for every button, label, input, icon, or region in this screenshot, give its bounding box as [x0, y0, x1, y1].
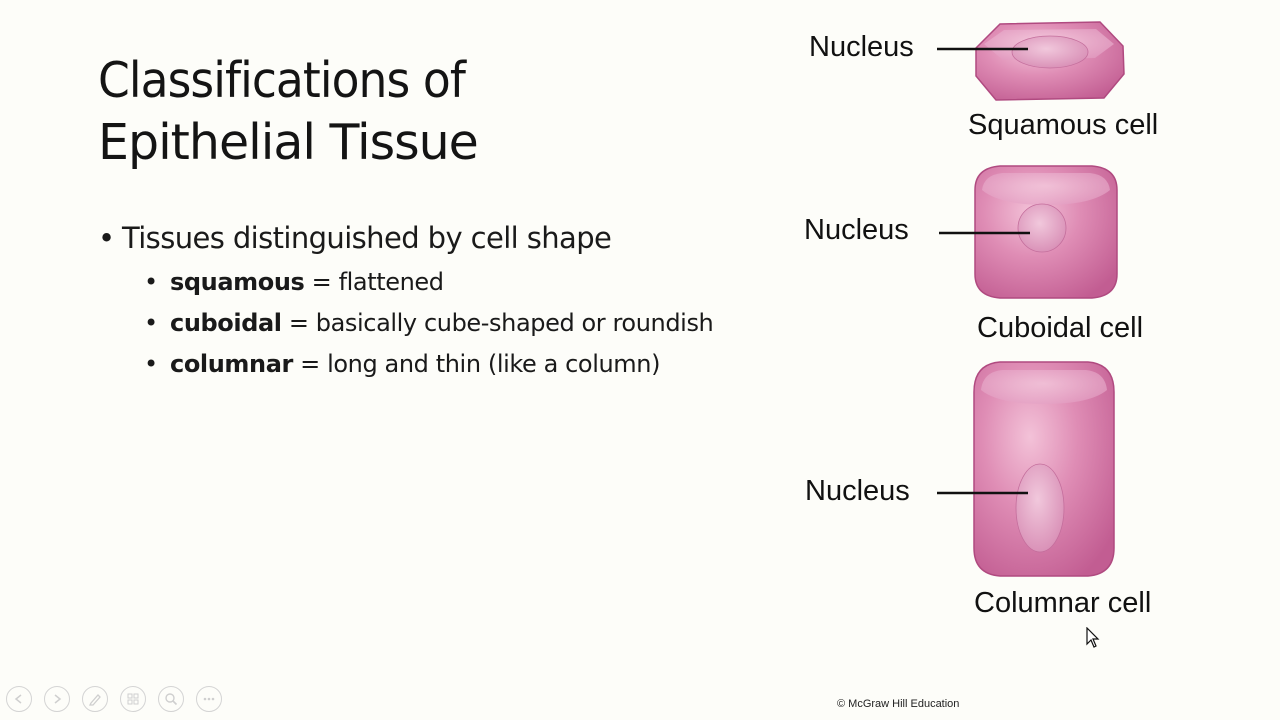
bullet-dot: •	[144, 268, 158, 296]
bullet-dot: •	[98, 221, 115, 255]
term-cuboidal: cuboidal	[170, 309, 282, 337]
title-line-1: Classifications of	[98, 50, 466, 112]
columnar-nucleus-label: Nucleus	[805, 475, 910, 507]
cuboidal-nucleus-label: Nucleus	[804, 214, 909, 246]
cuboidal-cell-label: Cuboidal cell	[977, 312, 1144, 344]
slideshow-controls	[6, 686, 222, 712]
previous-slide-icon[interactable]	[6, 686, 32, 712]
see-all-slides-icon[interactable]	[120, 686, 146, 712]
sub-bullet-columnar: • columnar = long and thin (like a column…	[144, 344, 713, 385]
pen-icon[interactable]	[82, 686, 108, 712]
sub-bullet-cuboidal: • cuboidal = basically cube-shaped or rou…	[144, 303, 714, 344]
bullet-main: •Tissues distinguished by cell shape	[98, 218, 713, 258]
cuboidal-cell-illustration	[974, 165, 1118, 299]
bullet-dot: •	[144, 350, 158, 378]
bullet-main-text: Tissues distinguished by cell shape	[122, 221, 612, 255]
desc-cuboidal: = basically cube-shaped or roundish	[281, 309, 714, 337]
sub-bullet-squamous: • squamous = flattened	[144, 262, 713, 303]
columnar-cell-illustration	[973, 361, 1115, 577]
zoom-icon[interactable]	[158, 686, 184, 712]
squamous-cell-illustration	[975, 21, 1125, 101]
squamous-cell-label: Squamous cell	[968, 109, 1159, 141]
bullet-list: •Tissues distinguished by cell shape •sq…	[98, 218, 714, 385]
title-line-2: Epithelial Tissue	[98, 114, 479, 171]
sub-bullet-list: • squamous = flattened • cuboidal = basica…	[144, 262, 714, 385]
next-slide-icon[interactable]	[44, 686, 70, 712]
term-squamous: squamous	[170, 268, 305, 296]
title-word-of: of	[409, 52, 466, 109]
slide-title: Classifications of Epithelial Tissue	[98, 50, 493, 174]
term-columnar: columnar	[170, 350, 293, 378]
columnar-cell-label: Columnar cell	[974, 587, 1152, 619]
squamous-nucleus-label: Nucleus	[809, 31, 914, 63]
copyright-footer: © McGraw Hill Education	[837, 698, 960, 710]
desc-squamous: = flattened	[304, 268, 444, 296]
mouse-cursor-icon	[1086, 627, 1100, 648]
desc-columnar: = long and thin (like a column)	[292, 350, 661, 378]
more-options-icon[interactable]	[196, 686, 222, 712]
title-word-classifications: Classifications	[98, 52, 410, 109]
bullet-dot: •	[144, 309, 158, 337]
